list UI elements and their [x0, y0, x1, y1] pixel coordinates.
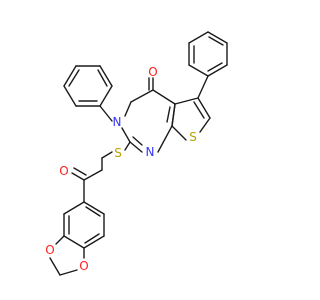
- bond-c2-s: [124, 141, 131, 151]
- bond: [207, 64, 228, 77]
- atom-o-dioxole-2: O: [45, 243, 54, 257]
- bond: [188, 31, 209, 44]
- bond: [99, 65, 113, 87]
- bond: [63, 235, 85, 249]
- bond-c2-n1: [129, 141, 143, 153]
- bond: [197, 97, 211, 119]
- bond-co-inner: [73, 167, 87, 176]
- phenyl-ring-top-right: [188, 31, 228, 77]
- bond-inner: [207, 62, 223, 72]
- bond-co: [71, 172, 85, 181]
- bond-n3-phenyl: [99, 105, 113, 122]
- bond-c5-phenyl: [197, 75, 209, 99]
- bond-ch2-o: [59, 269, 78, 276]
- bond: [188, 64, 209, 77]
- bond-inner: [68, 69, 80, 87]
- bond-inner: [132, 136, 143, 146]
- pyrimidinone-ring: [121, 77, 176, 153]
- atom-s-thiophene: S: [189, 130, 197, 144]
- bond-n3-c2: [121, 127, 131, 143]
- bond-n1-c7a: [157, 125, 173, 153]
- benzodioxole-ring: [63, 201, 105, 249]
- bond-fused-inner: [166, 106, 171, 123]
- atom-o-dioxole-1: O: [79, 259, 88, 273]
- bond: [63, 65, 77, 87]
- phenyl-ring-left: [63, 65, 113, 107]
- bond: [171, 125, 187, 141]
- bond-s-ch2: [101, 151, 113, 159]
- bond: [83, 235, 105, 249]
- bond: [152, 89, 176, 105]
- bond-inner: [208, 36, 224, 46]
- bond-n3: [124, 101, 132, 117]
- bond-c-o-dioxole: [55, 235, 65, 245]
- bond-ch2-co: [83, 169, 103, 181]
- bond-fused: [171, 103, 176, 127]
- molecule-structure: O N N S S O O O: [45, 31, 228, 276]
- bond-inner: [85, 206, 101, 217]
- atom-s-thioether: S: [114, 146, 122, 160]
- bond: [63, 85, 77, 107]
- bond: [174, 97, 199, 105]
- bond: [130, 89, 154, 103]
- atom-n1: N: [146, 145, 155, 159]
- bond: [63, 201, 85, 215]
- bond: [83, 201, 105, 215]
- atom-o-carbonyl: O: [148, 65, 157, 79]
- bond: [199, 117, 211, 133]
- bond-inner: [193, 101, 205, 119]
- atom-o-ketone: O: [59, 164, 68, 178]
- bond-inner: [84, 233, 100, 244]
- bond-o-ch2: [49, 257, 61, 276]
- bond: [207, 31, 228, 44]
- atom-n3: N: [113, 115, 122, 129]
- bond-inner: [97, 69, 108, 87]
- bond: [99, 85, 113, 107]
